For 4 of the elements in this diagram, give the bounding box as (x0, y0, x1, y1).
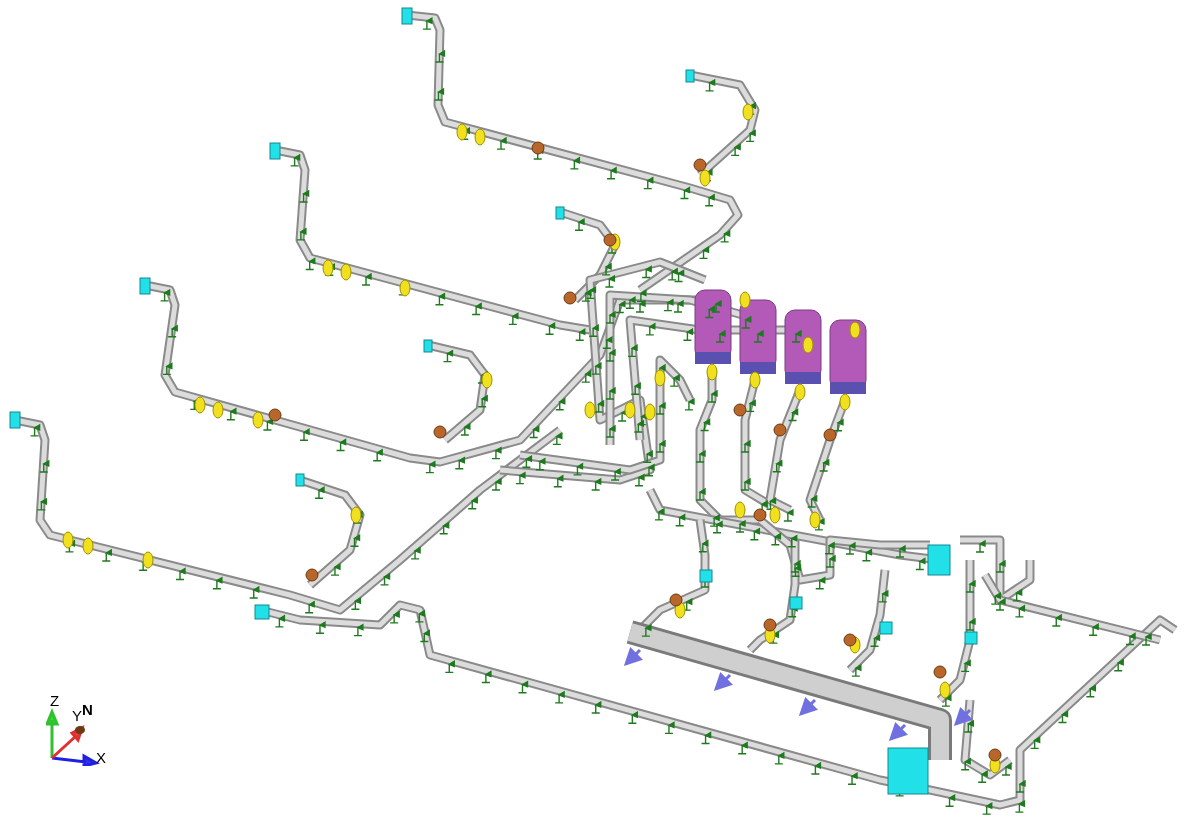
axis-label: N (82, 702, 93, 717)
axis-label: X (96, 750, 106, 765)
axis-label: Y (72, 708, 82, 723)
axis-label: Z (50, 693, 60, 708)
